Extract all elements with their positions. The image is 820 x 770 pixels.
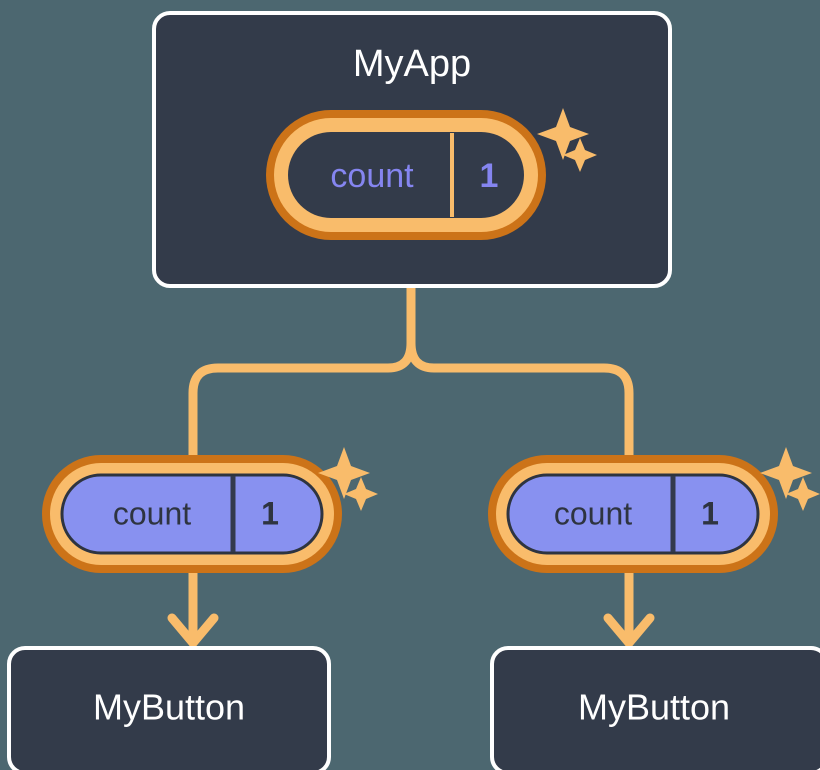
right-pill-value: 1 [701,495,719,531]
right-box-label: MyButton [578,687,730,728]
root-sparkle-group [537,108,597,172]
left-pill-value: 1 [261,495,279,531]
root-card-title: MyApp [353,43,471,85]
right-sparkle-group [760,447,820,511]
root-state-pill[interactable]: count 1 [266,110,546,240]
sparkle-large-icon [318,447,370,499]
sparkle-large-icon [760,447,812,499]
root-card-myapp[interactable]: MyApp count 1 [152,11,672,288]
left-box-surface [7,646,331,770]
sparkle-large-icon [537,108,589,160]
arrow-head-right [603,613,655,648]
child-left-state-pill[interactable]: count 1 [42,455,342,573]
child-left-box-mybutton[interactable]: MyButton [7,646,331,770]
sparkle-small-icon [563,138,597,172]
left-box-label: MyButton [93,687,245,728]
arrow-group [167,567,655,648]
arrow-head-left [167,613,219,648]
connector-group [188,282,634,467]
right-pill-fill [506,473,760,555]
sparkle-small-icon [344,477,378,511]
left-sparkle-group [318,447,378,511]
connector-branch-left [188,338,416,467]
right-box-surface [490,646,820,770]
root-pill-fill [288,132,524,218]
left-pill-key: count [113,495,191,531]
sparkle-small-icon [786,477,820,511]
left-pill-fill [60,473,324,555]
child-right-box-mybutton[interactable]: MyButton [490,646,820,770]
child-right-state-pill[interactable]: count 1 [488,455,778,573]
right-pill-key: count [554,495,632,531]
root-pill-value: 1 [480,157,499,195]
connector-branch-right [406,338,634,467]
root-pill-key: count [330,157,414,195]
